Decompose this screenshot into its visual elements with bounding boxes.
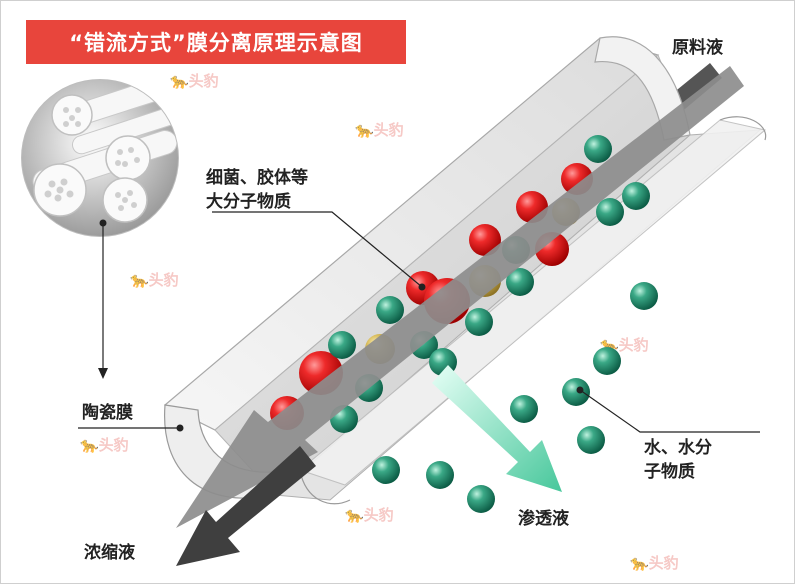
watermark-logo: 🐆头豹 — [630, 554, 679, 572]
permeate-arrow — [432, 365, 562, 492]
small-particle — [596, 198, 624, 226]
small-particle — [622, 182, 650, 210]
small-particle — [510, 395, 538, 423]
permeate-label: 渗透液 — [518, 509, 569, 529]
watermark-logo: 🐆头豹 — [170, 72, 219, 90]
small-particle — [577, 426, 605, 454]
large-particle — [469, 224, 501, 256]
bacteria-label-line2: 大分子物质 — [206, 192, 291, 212]
ceramic-membrane-photo — [21, 79, 179, 237]
concentrate-label: 浓缩液 — [84, 543, 135, 563]
water-label-line2: 子物质 — [644, 462, 695, 482]
small-particle — [630, 282, 658, 310]
small-particle — [372, 456, 400, 484]
feed-label: 原料液 — [672, 38, 723, 58]
watermark-logo: 🐆头豹 — [80, 436, 129, 454]
leader-dots — [176, 283, 584, 432]
water-label: 水、水分 子物质 — [644, 436, 712, 484]
ceramic-membrane-label: 陶瓷膜 — [82, 403, 133, 423]
small-particle — [376, 296, 404, 324]
leader-lines — [78, 211, 760, 433]
small-particle — [328, 331, 356, 359]
bacteria-label: 细菌、胶体等 大分子物质 — [206, 166, 308, 214]
concentrate-arrow — [176, 446, 316, 566]
small-particle — [467, 485, 495, 513]
watermark-logo: 🐆头豹 — [130, 271, 179, 289]
small-particle — [562, 378, 590, 406]
watermark-logo: 🐆头豹 — [355, 121, 404, 139]
small-particle — [465, 308, 493, 336]
watermark-logo: 🐆头豹 — [345, 506, 394, 524]
small-particle — [584, 135, 612, 163]
small-particle — [506, 268, 534, 296]
diagram-title: “错流方式”膜分离原理示意图 — [26, 20, 406, 64]
bacteria-label-line1: 细菌、胶体等 — [206, 168, 308, 188]
inset-leader — [98, 219, 108, 379]
small-particle — [593, 347, 621, 375]
water-label-line1: 水、水分 — [644, 438, 712, 458]
small-particle — [426, 461, 454, 489]
feed-flow-arrow — [176, 66, 744, 528]
